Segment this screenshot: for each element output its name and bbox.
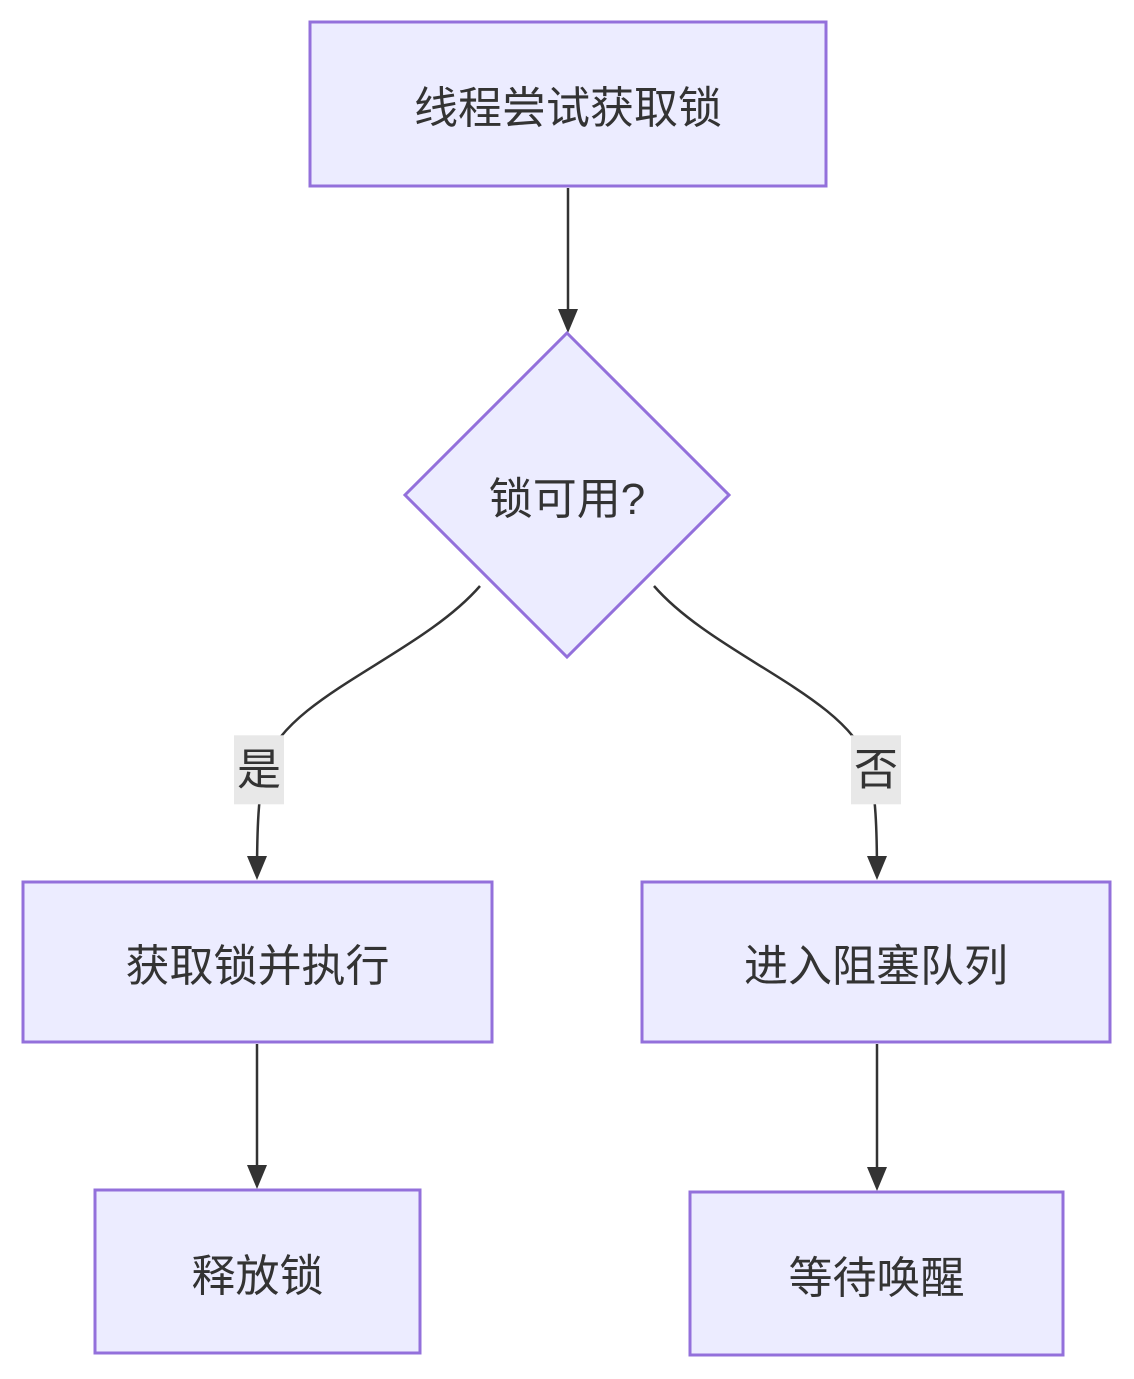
node-shapes [21,20,1112,1357]
node-release-shape [93,1188,422,1355]
node-acquire-shape [21,880,494,1044]
node-start-shape [308,20,828,188]
edge-decision-acquire [247,585,481,880]
node-wake-shape [688,1190,1065,1357]
edge-decision-enqueue [653,585,887,880]
node-enqueue-shape [640,880,1112,1044]
node-decision-shape [402,330,732,660]
